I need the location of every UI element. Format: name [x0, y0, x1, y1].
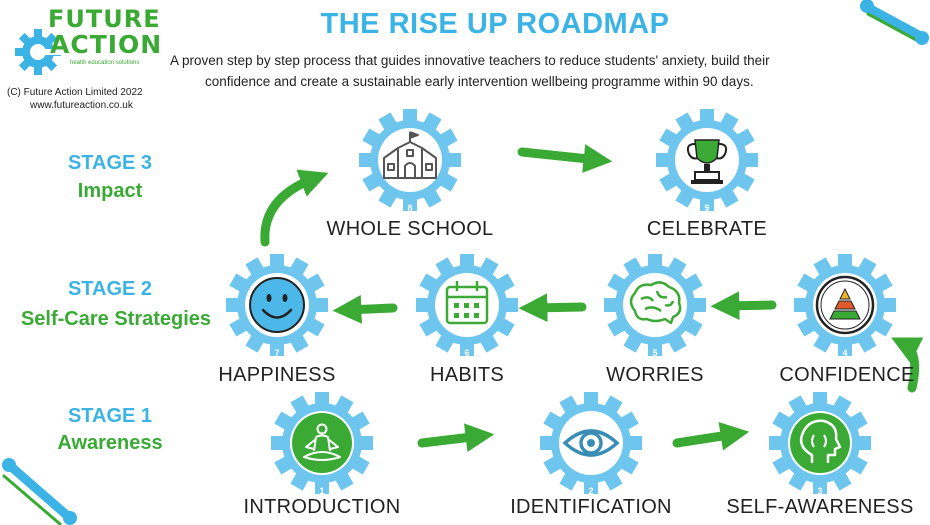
- wrench-icon-bottom-left: [2, 458, 77, 525]
- step-8-number: 8: [407, 203, 412, 213]
- copyright-text: (C) Future Action Limited 2022: [7, 87, 143, 98]
- subtitle-line-2: confidence and create a sustainable earl…: [205, 74, 754, 89]
- trophy-icon: [686, 139, 728, 184]
- wrench-icon-top-right: [860, 0, 929, 45]
- arrow-8-to-9: [517, 144, 613, 173]
- subtitle-line-1: A proven step by step process that guide…: [170, 53, 770, 68]
- step-8-label: WHOLE SCHOOL: [326, 218, 494, 240]
- stage-2-name: Self-Care Strategies: [20, 308, 212, 330]
- website-link[interactable]: www.futureaction.co.uk: [30, 100, 133, 111]
- arrow-6-to-7: [332, 294, 398, 324]
- step-3-label: SELF-AWARENESS: [726, 496, 914, 518]
- gear-step-5: 5: [604, 254, 706, 358]
- step-7-label: HAPPINESS: [218, 364, 336, 386]
- gear-step-4: 4: [794, 254, 896, 358]
- gear-step-2: 2: [540, 392, 642, 496]
- stage-1-number: STAGE 1: [67, 405, 153, 427]
- step-3-number: 3: [817, 486, 822, 496]
- arrow-5-to-6: [518, 293, 587, 323]
- step-5-label: WORRIES: [606, 364, 704, 386]
- gear-step-8: 8: [359, 109, 461, 213]
- logo-text-action: ACTION: [50, 30, 163, 59]
- smiley-icon: [249, 277, 305, 333]
- stage-1-name: Awareness: [57, 432, 163, 454]
- gear-step-6: 6: [416, 254, 518, 358]
- stage-3-name: Impact: [77, 180, 143, 202]
- eye-icon: [562, 429, 620, 457]
- step-1-label: INTRODUCTION: [243, 496, 401, 518]
- logo-tagline: health education solutions: [70, 60, 140, 66]
- pyramid-icon: [815, 275, 875, 335]
- meditation-icon: [292, 413, 352, 473]
- arrow-4-to-5: [710, 291, 777, 321]
- gear-step-9: 9: [656, 109, 758, 213]
- brain-icon: [629, 281, 682, 325]
- arrow-3-to-4: [891, 337, 924, 393]
- arrow-2-to-3: [672, 421, 750, 451]
- page-title: THE RISE UP ROADMAP: [320, 8, 670, 40]
- step-1-number: 1: [319, 486, 324, 496]
- step-7-number: 7: [274, 348, 279, 358]
- step-6-label: HABITS: [429, 364, 505, 386]
- gear-step-3: 3: [769, 392, 871, 496]
- step-5-number: 5: [652, 348, 657, 358]
- stage-2-number: STAGE 2: [67, 278, 153, 300]
- calendar-icon: [445, 281, 489, 325]
- arrow-1-to-2: [417, 423, 495, 453]
- gear-step-7: 7: [226, 254, 328, 358]
- arrow-7-to-8: [260, 169, 329, 247]
- gear-step-1: 1: [271, 392, 373, 496]
- step-4-number: 4: [842, 348, 847, 358]
- step-2-number: 2: [588, 486, 593, 496]
- step-9-label: CELEBRATE: [646, 218, 768, 240]
- step-9-number: 9: [704, 203, 709, 213]
- step-4-label: CONFIDENCE: [779, 364, 915, 386]
- stage-3-number: STAGE 3: [67, 152, 153, 174]
- school-icon: [383, 131, 437, 179]
- logo-text-future: FUTURE: [48, 5, 161, 33]
- logo-gear-icon: [15, 29, 62, 75]
- head-sound-icon: [790, 413, 850, 473]
- step-2-label: IDENTIFICATION: [510, 496, 672, 518]
- step-6-number: 6: [464, 348, 469, 358]
